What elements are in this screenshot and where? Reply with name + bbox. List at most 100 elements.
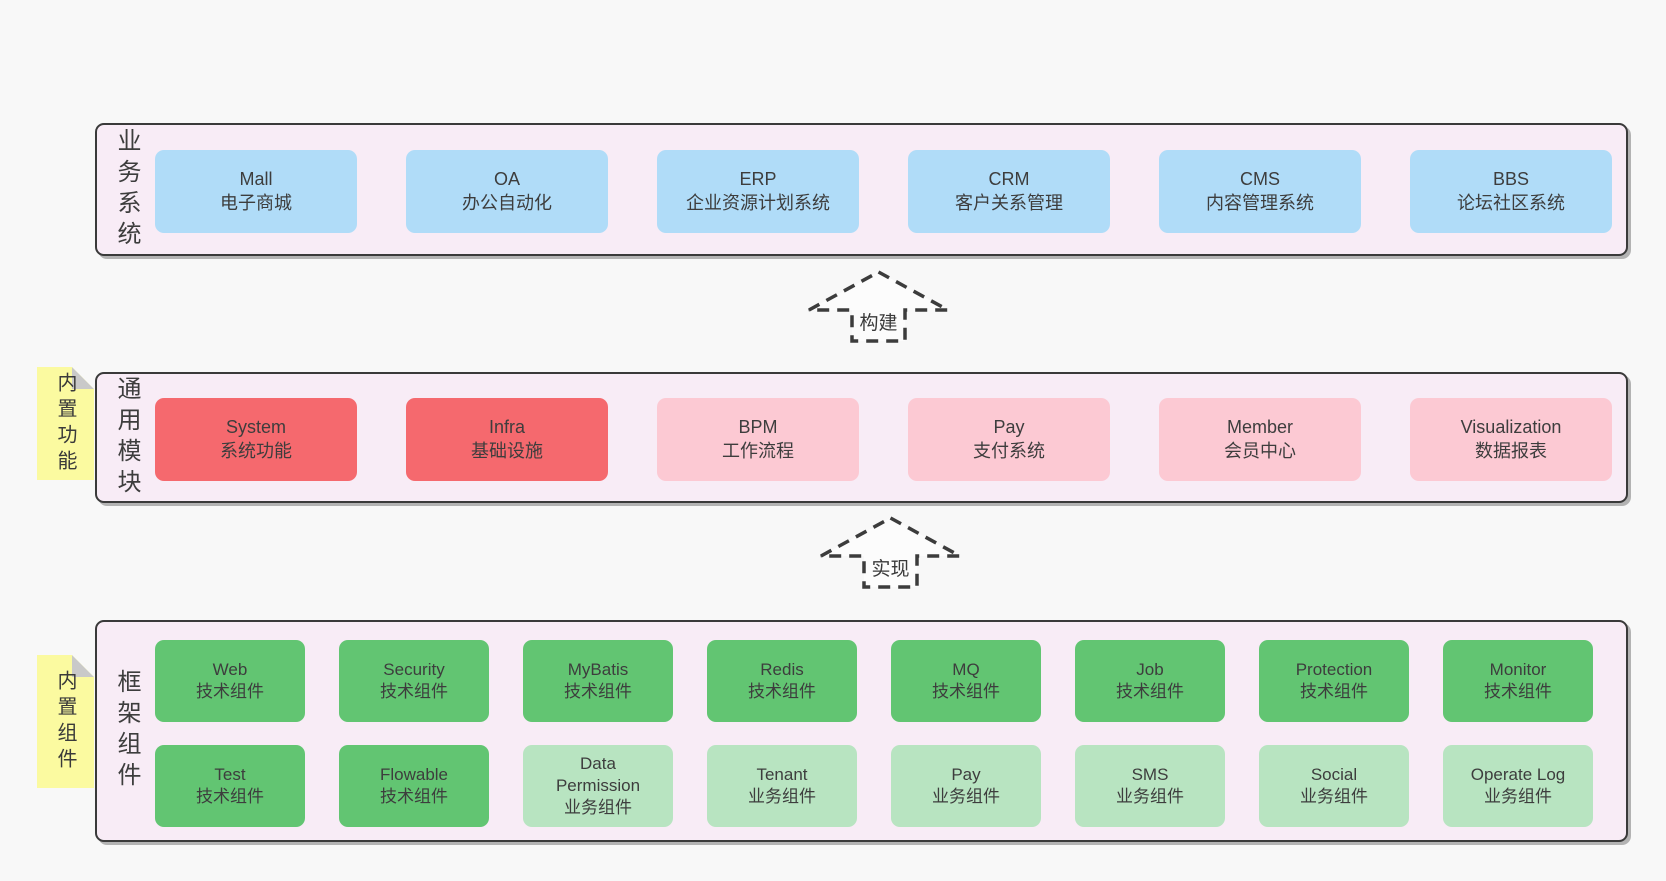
module-box-mq: MQ 技术组件 bbox=[891, 640, 1041, 722]
box-desc: 业务组件 bbox=[1300, 787, 1368, 806]
module-box-monitor: Monitor 技术组件 bbox=[1443, 640, 1593, 722]
box-name: Data Permission bbox=[555, 754, 641, 796]
band-label-framework-components: 框架组件 bbox=[113, 669, 140, 793]
sticky-note-built-in-components: 内置组件 bbox=[37, 655, 94, 788]
box-desc: 业务组件 bbox=[564, 797, 632, 817]
box-name: Protection bbox=[1295, 660, 1373, 680]
box-desc: 技术组件 bbox=[932, 682, 1000, 701]
box-desc: 内容管理系统 bbox=[1206, 192, 1314, 213]
module-box-operate-log: Operate Log 业务组件 bbox=[1443, 745, 1593, 827]
box-name: Infra bbox=[488, 417, 526, 438]
box-desc: 技术组件 bbox=[1300, 682, 1368, 701]
band-label-common-modules: 通用模块 bbox=[113, 375, 140, 500]
module-box-job: Job 技术组件 bbox=[1075, 640, 1225, 722]
build-arrow: 构建 bbox=[806, 270, 951, 344]
box-name: Mall bbox=[239, 169, 273, 190]
implement-arrow: 实现 bbox=[818, 516, 963, 590]
box-name: Tenant bbox=[756, 765, 808, 785]
box-desc: 论坛社区系统 bbox=[1457, 192, 1565, 213]
box-name: Monitor bbox=[1489, 660, 1547, 680]
module-box-mybatis: MyBatis 技术组件 bbox=[523, 640, 673, 722]
module-box-pay: Pay 业务组件 bbox=[891, 745, 1041, 827]
box-name: OA bbox=[493, 169, 520, 190]
box-desc: 技术组件 bbox=[564, 682, 632, 701]
box-desc: 支付系统 bbox=[973, 440, 1045, 461]
box-name: Pay bbox=[993, 417, 1025, 438]
box-desc: 客户关系管理 bbox=[955, 192, 1063, 213]
box-name: System bbox=[225, 417, 286, 438]
box-name: Social bbox=[1310, 765, 1358, 785]
box-desc: 数据报表 bbox=[1475, 440, 1547, 461]
box-name: Web bbox=[212, 660, 248, 680]
box-name: MyBatis bbox=[567, 660, 629, 680]
module-box-security: Security 技术组件 bbox=[339, 640, 489, 722]
box-desc: 技术组件 bbox=[380, 787, 448, 806]
box-desc: 业务组件 bbox=[1484, 787, 1552, 806]
box-desc: 电子商城 bbox=[220, 192, 292, 213]
module-box-flowable: Flowable 技术组件 bbox=[339, 745, 489, 827]
box-desc: 系统功能 bbox=[220, 440, 292, 461]
sticky-note-built-in-features: 内置功能 bbox=[37, 367, 94, 480]
box-name: Flowable bbox=[379, 765, 449, 785]
box-desc: 技术组件 bbox=[196, 682, 264, 701]
arrow-label-implement: 实现 bbox=[871, 558, 909, 580]
box-desc: 工作流程 bbox=[722, 440, 794, 461]
box-name: Security bbox=[383, 660, 445, 680]
module-box-social: Social 业务组件 bbox=[1259, 745, 1409, 827]
box-desc: 基础设施 bbox=[471, 440, 543, 461]
box-name: MQ bbox=[952, 660, 980, 680]
box-name: Job bbox=[1136, 660, 1164, 680]
up-arrow-icon: 实现 bbox=[820, 516, 961, 589]
note-label-built-in-features: 内置功能 bbox=[54, 371, 76, 476]
box-name: CRM bbox=[988, 169, 1030, 190]
box-desc: 技术组件 bbox=[196, 787, 264, 806]
up-arrow-icon: 构建 bbox=[808, 270, 949, 343]
box-desc: 技术组件 bbox=[1116, 682, 1184, 701]
box-name: Member bbox=[1226, 417, 1293, 438]
box-name: SMS bbox=[1131, 765, 1169, 785]
box-name: Operate Log bbox=[1470, 765, 1566, 785]
module-box-test: Test 技术组件 bbox=[155, 745, 305, 827]
box-name: BBS bbox=[1492, 169, 1530, 190]
module-box-protection: Protection 技术组件 bbox=[1259, 640, 1409, 722]
box-desc: 业务组件 bbox=[1116, 787, 1184, 806]
note-label-built-in-components: 内置组件 bbox=[54, 669, 76, 774]
band-label-business-systems: 业务系统 bbox=[113, 127, 140, 252]
box-desc: 技术组件 bbox=[748, 682, 816, 701]
box-desc: 会员中心 bbox=[1224, 440, 1296, 461]
box-name: ERP bbox=[739, 169, 777, 190]
module-box-web: Web 技术组件 bbox=[155, 640, 305, 722]
box-name: Pay bbox=[951, 765, 981, 785]
box-name: CMS bbox=[1240, 169, 1280, 190]
box-name: Visualization bbox=[1460, 417, 1562, 438]
box-desc: 业务组件 bbox=[932, 787, 1000, 806]
box-name: BPM bbox=[738, 417, 778, 438]
box-desc: 技术组件 bbox=[380, 682, 448, 701]
box-name: Test bbox=[214, 765, 246, 785]
arrow-label-build: 构建 bbox=[859, 312, 897, 334]
box-desc: 企业资源计划系统 bbox=[686, 192, 830, 213]
box-desc: 技术组件 bbox=[1484, 682, 1552, 701]
